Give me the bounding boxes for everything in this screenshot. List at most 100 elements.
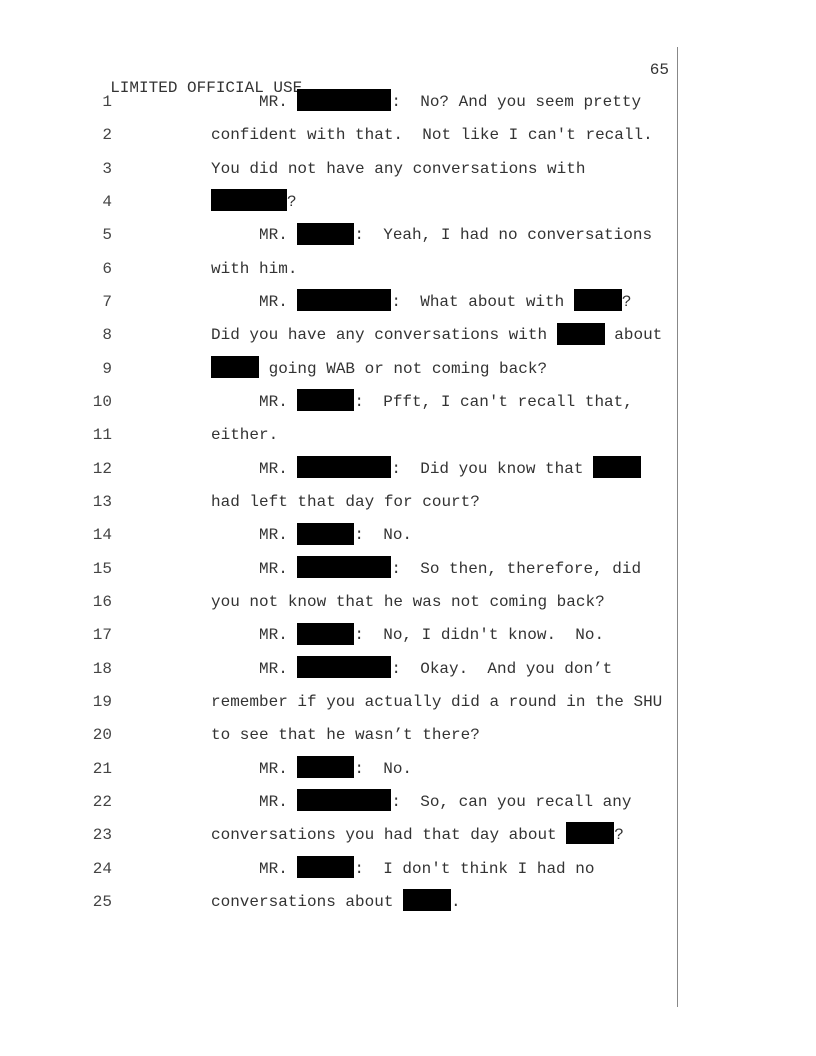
redaction xyxy=(566,822,615,845)
line-number: 15 xyxy=(92,559,112,578)
text-segment: MR. xyxy=(259,226,298,245)
line-number: 12 xyxy=(92,459,112,478)
redaction xyxy=(297,655,392,678)
text-segment: had left that day for court? xyxy=(211,492,480,511)
line-number: 7 xyxy=(102,292,112,311)
text-segment: to see that he wasn’t there? xyxy=(211,726,480,745)
text-segment: about xyxy=(604,326,663,345)
text-segment: : What about with xyxy=(391,292,574,311)
text-segment: MR. xyxy=(259,659,298,678)
line-text: MR. : Pfft, I can't recall that, xyxy=(259,386,633,419)
transcript-line: 11 either. xyxy=(0,419,677,452)
line-text: conversations you had that day about ? xyxy=(211,819,624,852)
transcript-line: 12 MR. : Did you know that xyxy=(0,453,677,486)
text-segment: Did you have any conversations with xyxy=(211,326,557,345)
redaction xyxy=(211,189,287,212)
line-text: MR. : Did you know that xyxy=(259,453,642,486)
text-segment: confident with that. Not like I can't re… xyxy=(211,126,653,145)
transcript-line: 23 conversations you had that day about ? xyxy=(0,819,677,852)
transcript-line: 10 MR. : Pfft, I can't recall that, xyxy=(0,386,677,419)
line-text: with him. xyxy=(211,253,297,286)
redaction xyxy=(211,355,259,378)
redaction xyxy=(297,622,355,645)
line-text: confident with that. Not like I can't re… xyxy=(211,119,653,152)
line-number: 14 xyxy=(92,526,112,545)
text-segment: MR. xyxy=(259,459,298,478)
line-text: to see that he wasn’t there? xyxy=(211,719,480,752)
text-segment: with him. xyxy=(211,259,298,278)
line-number: 16 xyxy=(92,592,112,611)
redaction xyxy=(297,522,355,545)
redaction xyxy=(297,755,355,778)
line-text: remember if you actually did a round in … xyxy=(211,686,662,719)
text-segment: ? xyxy=(287,192,297,211)
text-segment: : No? And you seem pretty xyxy=(391,93,642,111)
redaction xyxy=(297,455,392,478)
line-text: ? xyxy=(211,186,297,219)
text-segment: MR. xyxy=(259,392,298,411)
line-number: 13 xyxy=(92,492,112,511)
text-segment: : So then, therefore, did xyxy=(391,559,642,578)
line-text: conversations about . xyxy=(211,886,461,919)
transcript-line: 17 MR. : No, I didn't know. No. xyxy=(0,619,677,652)
text-segment: either. xyxy=(211,426,279,445)
transcript-line: 13 had left that day for court? xyxy=(0,486,677,519)
redaction xyxy=(556,322,605,345)
line-text: MR. : No. xyxy=(259,753,412,786)
line-number: 23 xyxy=(92,826,112,845)
text-segment: MR. xyxy=(259,292,298,311)
text-segment: MR. xyxy=(259,759,298,778)
line-text: MR. : No? And you seem pretty xyxy=(259,86,641,119)
line-number: 1 xyxy=(102,93,112,111)
line-text: had left that day for court? xyxy=(211,486,480,519)
text-segment: conversations you had that day about xyxy=(211,826,567,845)
line-number: 5 xyxy=(102,226,112,245)
line-number: 25 xyxy=(92,892,112,911)
line-text: MR. : So then, therefore, did xyxy=(259,553,641,586)
text-segment: : So, can you recall any xyxy=(391,792,632,811)
line-number: 21 xyxy=(92,759,112,778)
line-number: 4 xyxy=(102,192,112,211)
redaction xyxy=(297,555,392,578)
page-number: 65 xyxy=(649,61,669,79)
text-segment: MR. xyxy=(259,626,298,645)
text-segment: You did not have any conversations with xyxy=(211,159,586,178)
transcript-line: 15 MR. : So then, therefore, did xyxy=(0,553,677,586)
text-segment: : No. xyxy=(354,526,413,545)
redaction xyxy=(403,889,452,912)
redaction xyxy=(297,855,355,878)
redaction xyxy=(297,289,392,312)
line-text: either. xyxy=(211,419,278,452)
line-text: MR. : Yeah, I had no conversations xyxy=(259,219,652,252)
line-number: 17 xyxy=(92,626,112,645)
line-text: you not know that he was not coming back… xyxy=(211,586,605,619)
redaction xyxy=(297,389,355,412)
text-segment: : Okay. And you don’t xyxy=(391,659,613,678)
line-number: 2 xyxy=(102,126,112,145)
transcript-line: 21 MR. : No. xyxy=(0,753,677,786)
transcript-line: 9 going WAB or not coming back? xyxy=(0,353,677,386)
line-text: MR. : What about with ? xyxy=(259,286,631,319)
transcript-line: 5 MR. : Yeah, I had no conversations xyxy=(0,219,677,252)
line-text: You did not have any conversations with xyxy=(211,153,585,186)
line-number: 9 xyxy=(102,359,112,378)
text-segment: : Yeah, I had no conversations xyxy=(354,226,653,245)
right-margin-rule xyxy=(677,47,678,1007)
text-segment: : I don't think I had no xyxy=(354,859,595,878)
line-text: Did you have any conversations with abou… xyxy=(211,319,662,352)
line-text: MR. : Okay. And you don’t xyxy=(259,653,612,686)
text-segment: conversations about xyxy=(211,892,404,911)
line-number: 10 xyxy=(92,392,112,411)
transcript-line: 2 confident with that. Not like I can't r… xyxy=(0,119,677,152)
text-segment: : No. xyxy=(354,759,413,778)
line-number: 22 xyxy=(92,792,112,811)
line-number: 11 xyxy=(92,426,112,445)
transcript-line: 4? xyxy=(0,186,677,219)
line-text: MR. : No, I didn't know. No. xyxy=(259,619,604,652)
redaction xyxy=(297,222,355,245)
